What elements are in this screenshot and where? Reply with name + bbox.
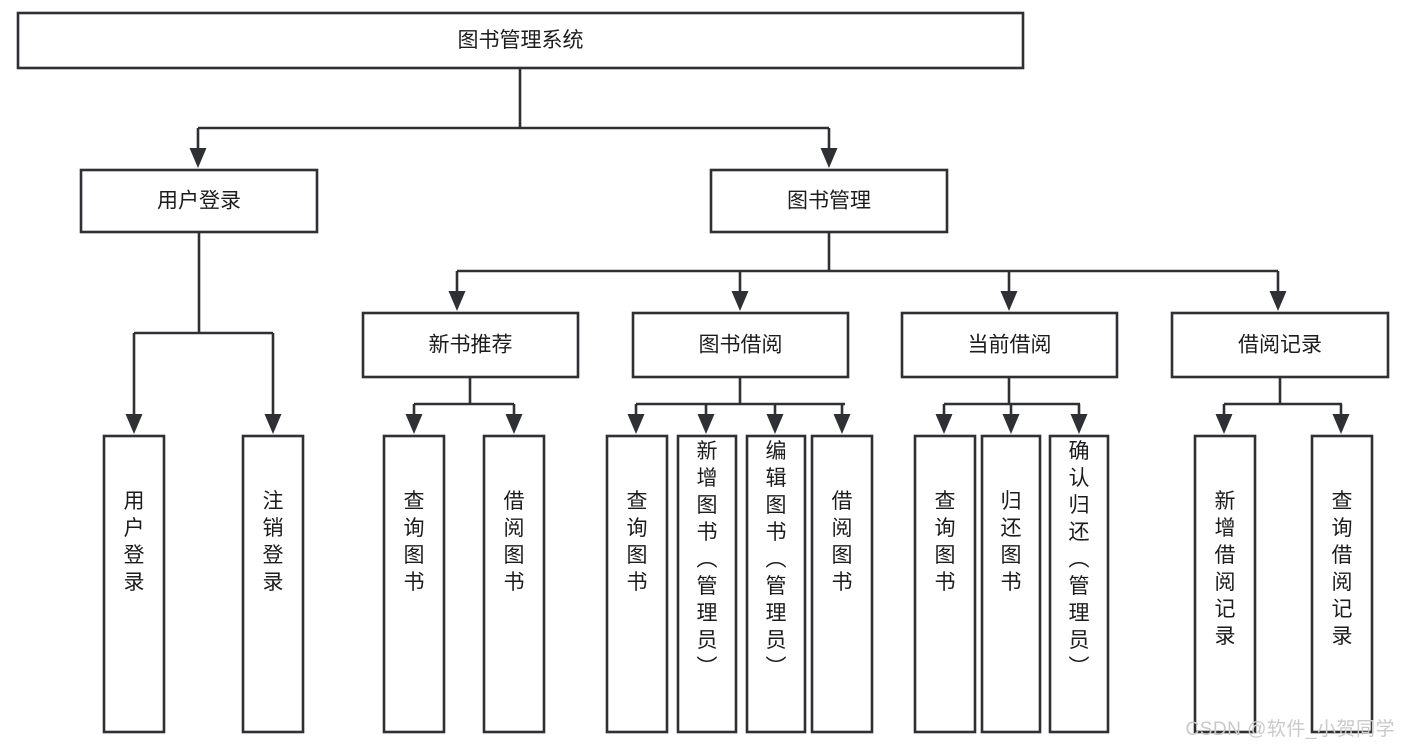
connector-bus-records bbox=[1215, 377, 1350, 434]
node-records[interactable]: 借阅记录 bbox=[1170, 311, 1390, 379]
arrow-down-icon bbox=[820, 148, 838, 168]
node-box[interactable] bbox=[900, 311, 1119, 379]
arrow-down-icon bbox=[731, 291, 749, 311]
node-box[interactable] bbox=[102, 434, 166, 734]
arrow-down-icon bbox=[833, 414, 851, 434]
connector-bus-newbook bbox=[405, 377, 523, 434]
node-box[interactable] bbox=[980, 434, 1042, 734]
node-leaf-query-book-1[interactable]: 查询图书 bbox=[382, 434, 446, 734]
arrow-down-icon bbox=[1332, 414, 1350, 434]
node-leaf-confirm-return[interactable]: 确认归还︵管理员︶ bbox=[1048, 434, 1110, 734]
csdn-watermark: CSDN @软件_小贺同学 bbox=[1185, 719, 1395, 740]
arrow-down-icon bbox=[1000, 291, 1018, 311]
arrow-down-icon bbox=[125, 414, 143, 434]
arrow-down-icon bbox=[1215, 414, 1233, 434]
connector-bus-current bbox=[935, 377, 1088, 434]
node-leaf-add-book[interactable]: 新增图书︵管理员︶ bbox=[676, 434, 738, 734]
node-current[interactable]: 当前借阅 bbox=[900, 311, 1119, 379]
node-box[interactable] bbox=[482, 434, 546, 734]
arrow-down-icon bbox=[405, 414, 423, 434]
node-box[interactable] bbox=[676, 434, 738, 734]
node-label: 图书管理系统 bbox=[458, 29, 584, 52]
arrow-down-icon bbox=[1002, 414, 1020, 434]
node-box[interactable] bbox=[361, 311, 580, 379]
node-box[interactable] bbox=[16, 11, 1025, 70]
node-box[interactable] bbox=[241, 434, 305, 734]
node-leaf-user-logout[interactable]: 注销登录 bbox=[241, 434, 305, 734]
node-root[interactable]: 图书管理系统 bbox=[16, 11, 1025, 70]
node-leaf-add-record[interactable]: 新增借阅记录 bbox=[1193, 434, 1257, 734]
connector-bus-login bbox=[125, 232, 282, 434]
node-newbook[interactable]: 新书推荐 bbox=[361, 311, 580, 379]
node-box[interactable] bbox=[1170, 311, 1390, 379]
connector-bus-borrow bbox=[627, 377, 851, 434]
node-bookmgmt[interactable]: 图书管理 bbox=[709, 168, 949, 234]
node-box[interactable] bbox=[709, 168, 949, 234]
node-label: 借阅图书 bbox=[504, 490, 525, 594]
node-label: 编辑图书︵管理员︶ bbox=[766, 440, 787, 679]
node-box[interactable] bbox=[631, 311, 850, 379]
node-label: 借阅记录 bbox=[1238, 334, 1322, 357]
node-label: 查询图书 bbox=[404, 490, 425, 594]
node-box[interactable] bbox=[1310, 434, 1374, 734]
arrow-down-icon bbox=[1269, 291, 1287, 311]
node-box[interactable] bbox=[913, 434, 977, 734]
node-box[interactable] bbox=[810, 434, 874, 734]
node-label: 当前借阅 bbox=[968, 334, 1052, 357]
connectors-layer bbox=[125, 68, 1350, 434]
node-box[interactable] bbox=[79, 168, 319, 234]
node-label: 查询图书 bbox=[935, 490, 956, 594]
arrow-down-icon bbox=[1070, 414, 1088, 434]
node-leaf-query-record[interactable]: 查询借阅记录 bbox=[1310, 434, 1374, 734]
arrow-down-icon bbox=[448, 291, 466, 311]
arrow-down-icon bbox=[264, 414, 282, 434]
node-leaf-edit-book[interactable]: 编辑图书︵管理员︶ bbox=[745, 434, 807, 734]
node-label: 图书借阅 bbox=[699, 334, 783, 357]
connector-bus-root bbox=[189, 68, 838, 168]
node-box[interactable] bbox=[1048, 434, 1110, 734]
node-label: 用户登录 bbox=[124, 490, 145, 594]
node-leaf-user-login[interactable]: 用户登录 bbox=[102, 434, 166, 734]
node-leaf-borrow-book-1[interactable]: 借阅图书 bbox=[482, 434, 546, 734]
arrow-down-icon bbox=[697, 414, 715, 434]
node-login[interactable]: 用户登录 bbox=[79, 168, 319, 234]
node-leaf-borrow-book-2[interactable]: 借阅图书 bbox=[810, 434, 874, 734]
node-leaf-query-book-2[interactable]: 查询图书 bbox=[605, 434, 669, 734]
node-label: 查询借阅记录 bbox=[1332, 490, 1353, 648]
arrow-down-icon bbox=[505, 414, 523, 434]
node-label: 用户登录 bbox=[157, 190, 241, 213]
node-label: 归还图书 bbox=[1001, 490, 1022, 594]
node-label: 确认归还︵管理员︶ bbox=[1069, 440, 1090, 679]
node-borrow[interactable]: 图书借阅 bbox=[631, 311, 850, 379]
node-label: 借阅图书 bbox=[832, 490, 853, 594]
arrow-down-icon bbox=[766, 414, 784, 434]
connector-bus-bookmgmt bbox=[448, 232, 1287, 311]
node-leaf-return-book[interactable]: 归还图书 bbox=[980, 434, 1042, 734]
node-label: 查询图书 bbox=[627, 490, 648, 594]
node-box[interactable] bbox=[745, 434, 807, 734]
node-box[interactable] bbox=[382, 434, 446, 734]
arrow-down-icon bbox=[189, 148, 207, 168]
node-leaf-query-book-3[interactable]: 查询图书 bbox=[913, 434, 977, 734]
node-label: 新增图书︵管理员︶ bbox=[697, 440, 718, 679]
arrow-down-icon bbox=[627, 414, 645, 434]
node-label: 图书管理 bbox=[787, 190, 871, 213]
arrow-down-icon bbox=[935, 414, 953, 434]
node-label: 新书推荐 bbox=[429, 334, 513, 357]
node-box[interactable] bbox=[1193, 434, 1257, 734]
node-label: 注销登录 bbox=[263, 490, 284, 594]
node-label: 新增借阅记录 bbox=[1215, 490, 1236, 648]
node-box[interactable] bbox=[605, 434, 669, 734]
nodes-layer: 图书管理系统用户登录图书管理新书推荐图书借阅当前借阅借阅记录用户登录注销登录查询… bbox=[16, 11, 1390, 734]
